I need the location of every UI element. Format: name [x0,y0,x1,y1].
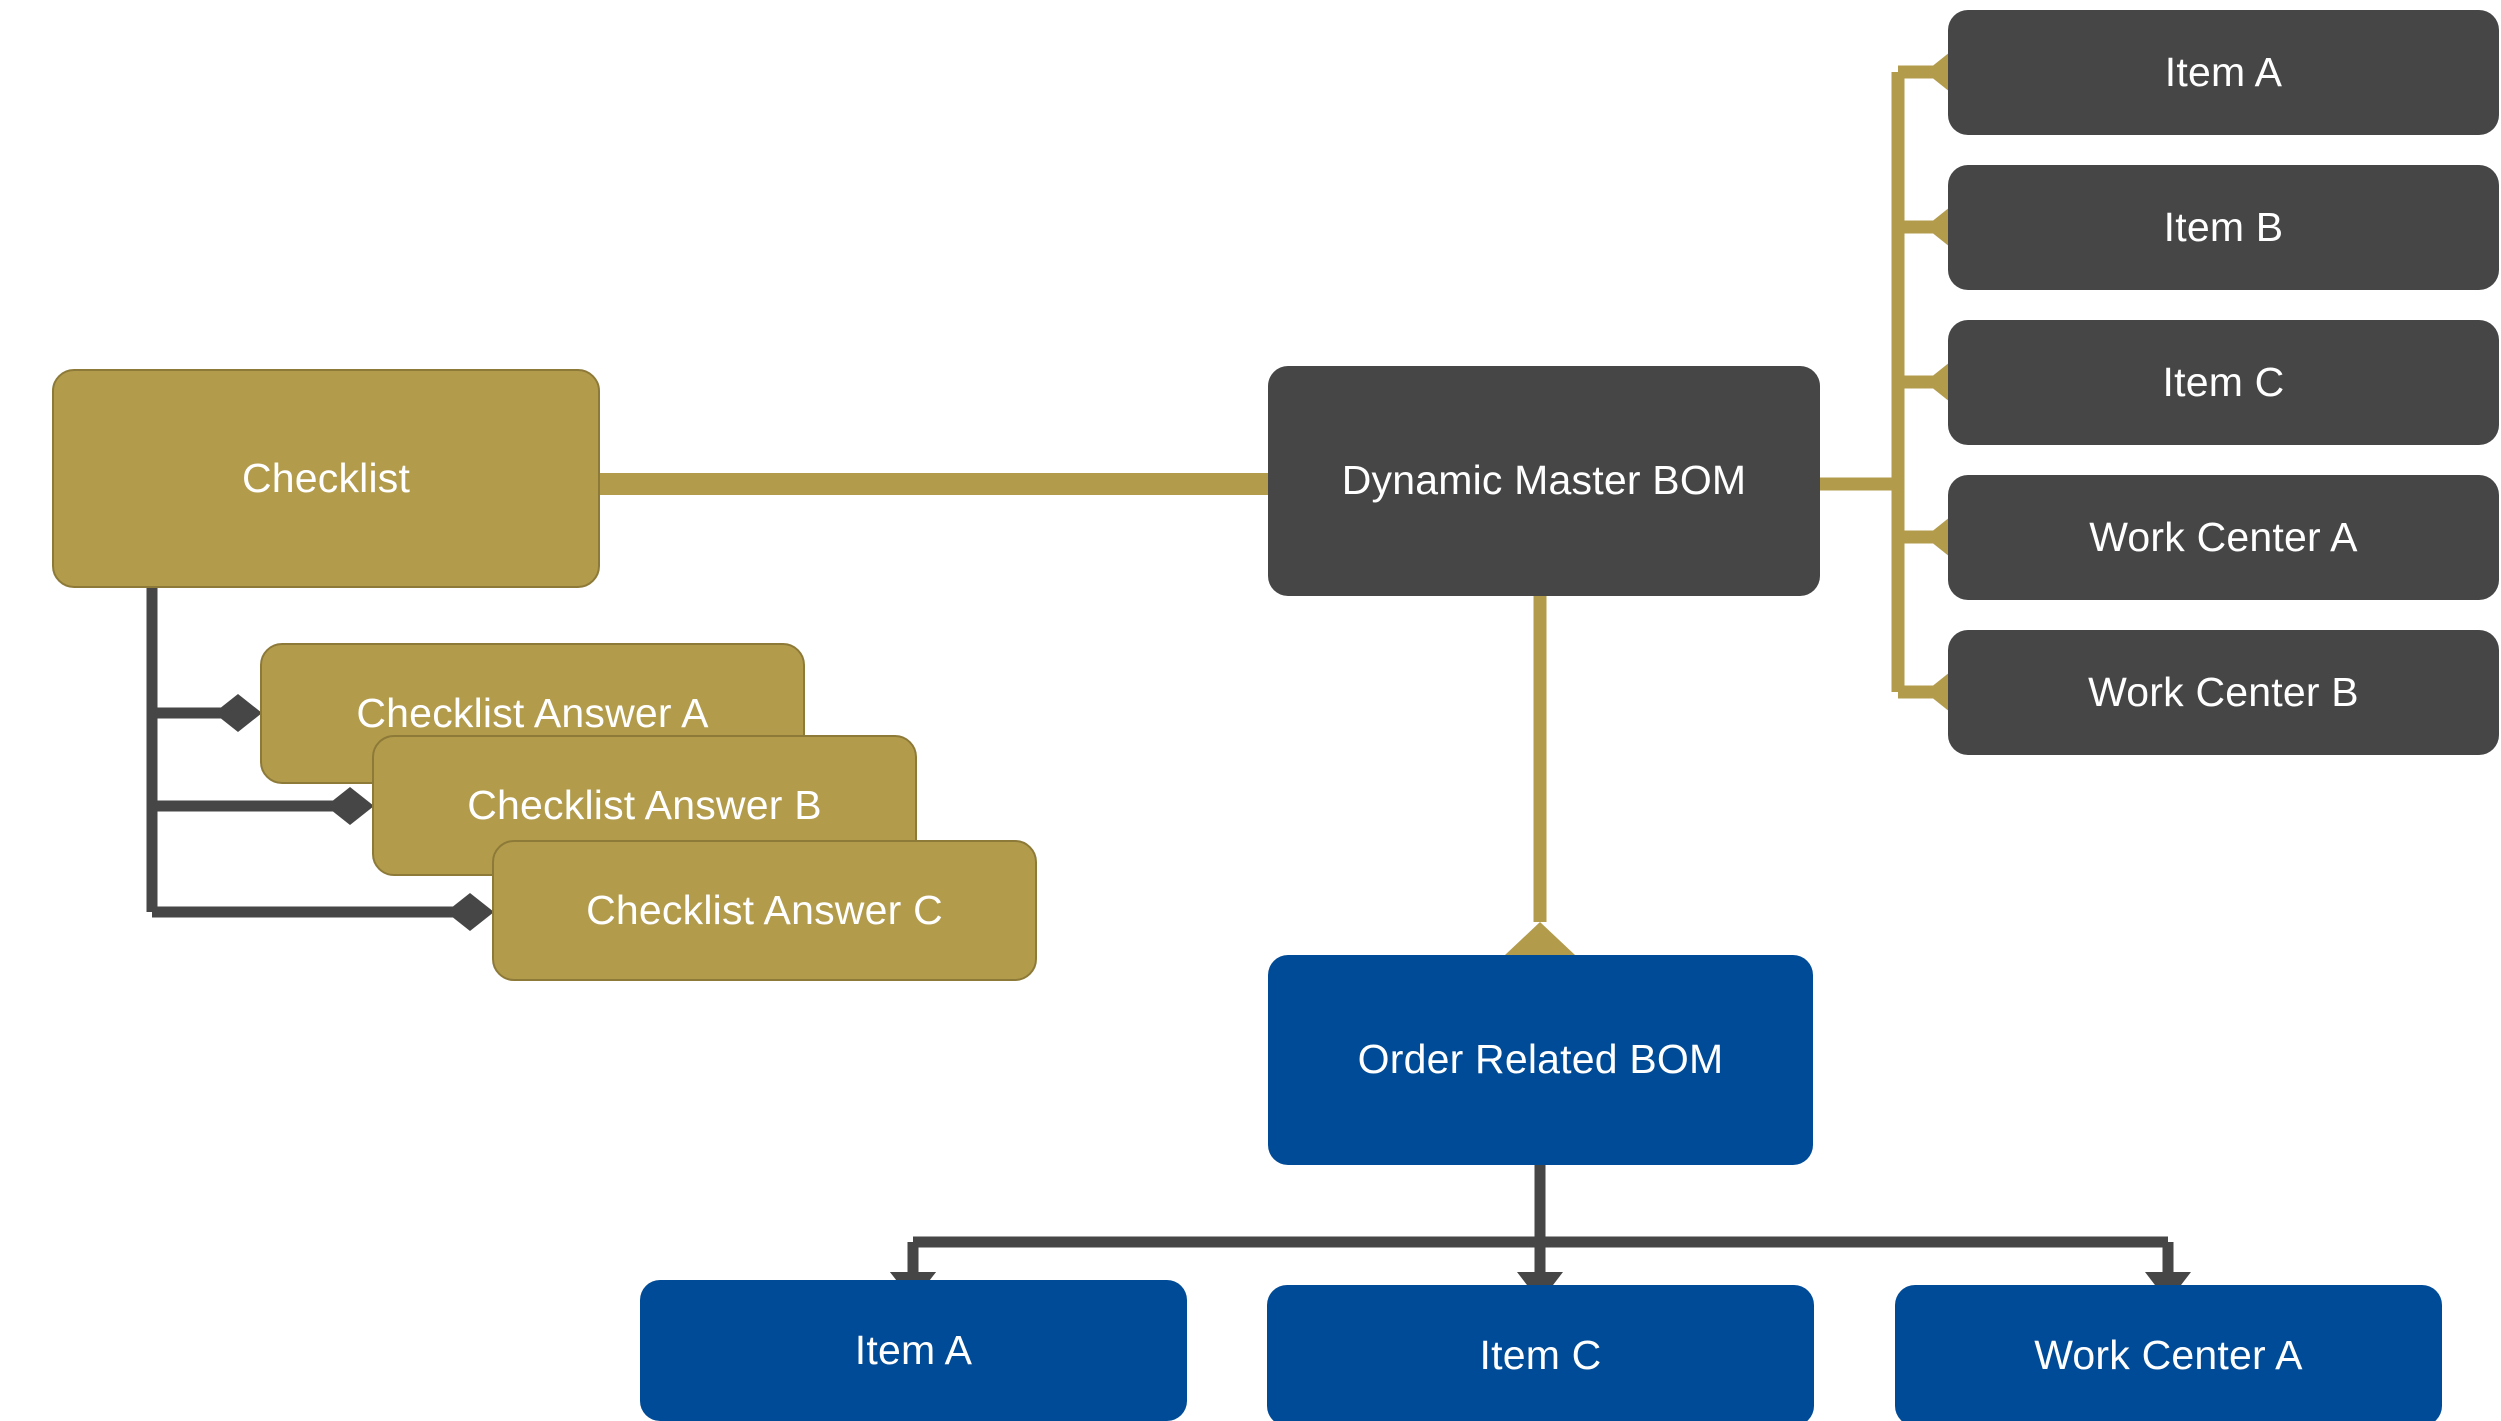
node-order-work-center-a-label: Work Center A [2034,1331,2303,1378]
node-checklist-answer-c[interactable]: Checklist Answer C [492,840,1037,981]
node-order-work-center-a[interactable]: Work Center A [1895,1285,2442,1421]
node-order-item-c-label: Item C [1479,1331,1602,1378]
node-order-related-bom[interactable]: Order Related BOM [1268,955,1813,1165]
node-dynamic-master-bom[interactable]: Dynamic Master BOM [1268,366,1820,596]
node-order-item-a[interactable]: Item A [640,1280,1187,1421]
node-dynamic-master-bom-label: Dynamic Master BOM [1341,457,1747,504]
node-checklist-answer-a-label: Checklist Answer A [356,689,709,736]
node-master-item-c-label: Item C [2162,358,2285,405]
node-master-item-b[interactable]: Item B [1948,165,2499,290]
edge-checklist-to-dynamic-master-bom [600,450,1308,518]
node-order-related-bom-label: Order Related BOM [1357,1036,1724,1083]
node-master-item-b-label: Item B [2163,203,2284,250]
node-master-work-center-b-label: Work Center B [2088,668,2359,715]
node-order-item-c[interactable]: Item C [1267,1285,1814,1421]
node-master-work-center-a-label: Work Center A [2089,513,2358,560]
node-checklist[interactable]: Checklist [52,369,600,588]
node-master-item-a[interactable]: Item A [1948,10,2499,135]
node-checklist-label: Checklist [241,454,411,501]
node-master-work-center-a[interactable]: Work Center A [1948,475,2499,600]
edge-dynamic-master-bom-to-order-related-bom [1505,596,1575,1000]
node-master-item-c[interactable]: Item C [1948,320,2499,445]
node-order-item-a-label: Item A [854,1326,973,1373]
node-master-work-center-b[interactable]: Work Center B [1948,630,2499,755]
node-checklist-answer-b-label: Checklist Answer B [467,781,822,828]
node-checklist-answer-c-label: Checklist Answer C [586,886,943,933]
node-master-item-a-label: Item A [2164,48,2283,95]
